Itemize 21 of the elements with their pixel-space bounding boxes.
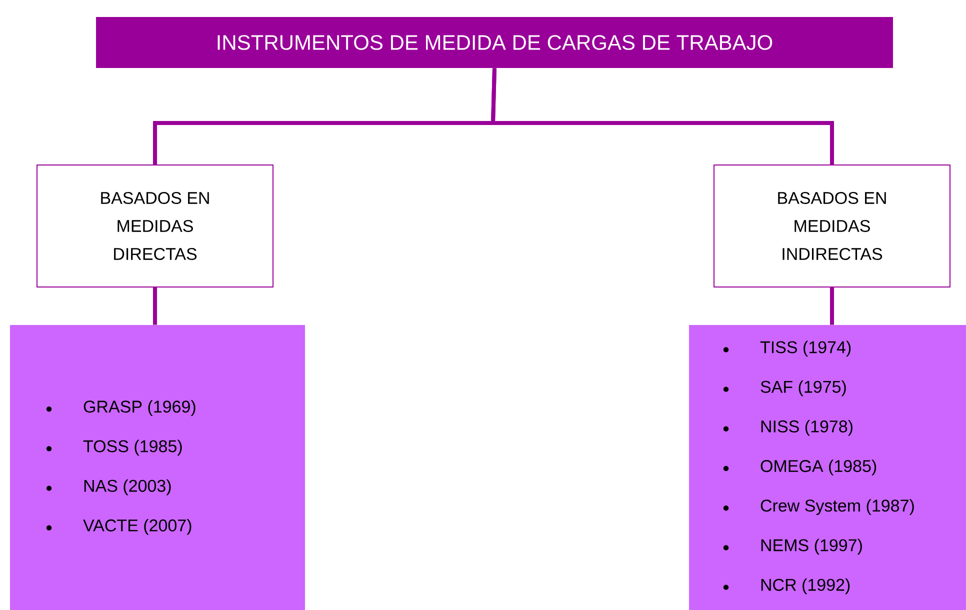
list-item: NISS (1978) <box>761 420 852 436</box>
connector-line <box>830 288 834 325</box>
list-item: TOSS (1985) <box>83 440 182 456</box>
category-box <box>36 164 274 288</box>
list-item: GRASP (1969) <box>84 400 196 416</box>
list-box <box>689 325 966 610</box>
list-box <box>10 325 305 610</box>
list-item: Crew System (1987) <box>760 499 914 516</box>
box-label: BASADOS EN MEDIDAS INDIRECTAS <box>778 192 886 260</box>
list-item: SAF (1975) <box>760 380 846 396</box>
title-banner: INSTRUMENTOS DE MEDIDA DE CARGAS DE TRABAJO <box>96 17 893 68</box>
list-item: VACTE (2007) <box>83 518 192 535</box>
list-item: NCR (1992) <box>761 578 850 594</box>
list-item: NAS (2003) <box>84 479 171 496</box>
list-item: OMEGA (1985) <box>760 460 876 476</box>
list-item: NEMS (1997) <box>761 538 862 555</box>
list-item: TISS (1974) <box>760 340 851 357</box>
connector-line <box>153 288 157 325</box>
category-box <box>714 164 950 288</box>
box-label: BASADOS EN MEDIDAS DIRECTAS <box>101 192 209 260</box>
connector-line <box>490 68 834 164</box>
